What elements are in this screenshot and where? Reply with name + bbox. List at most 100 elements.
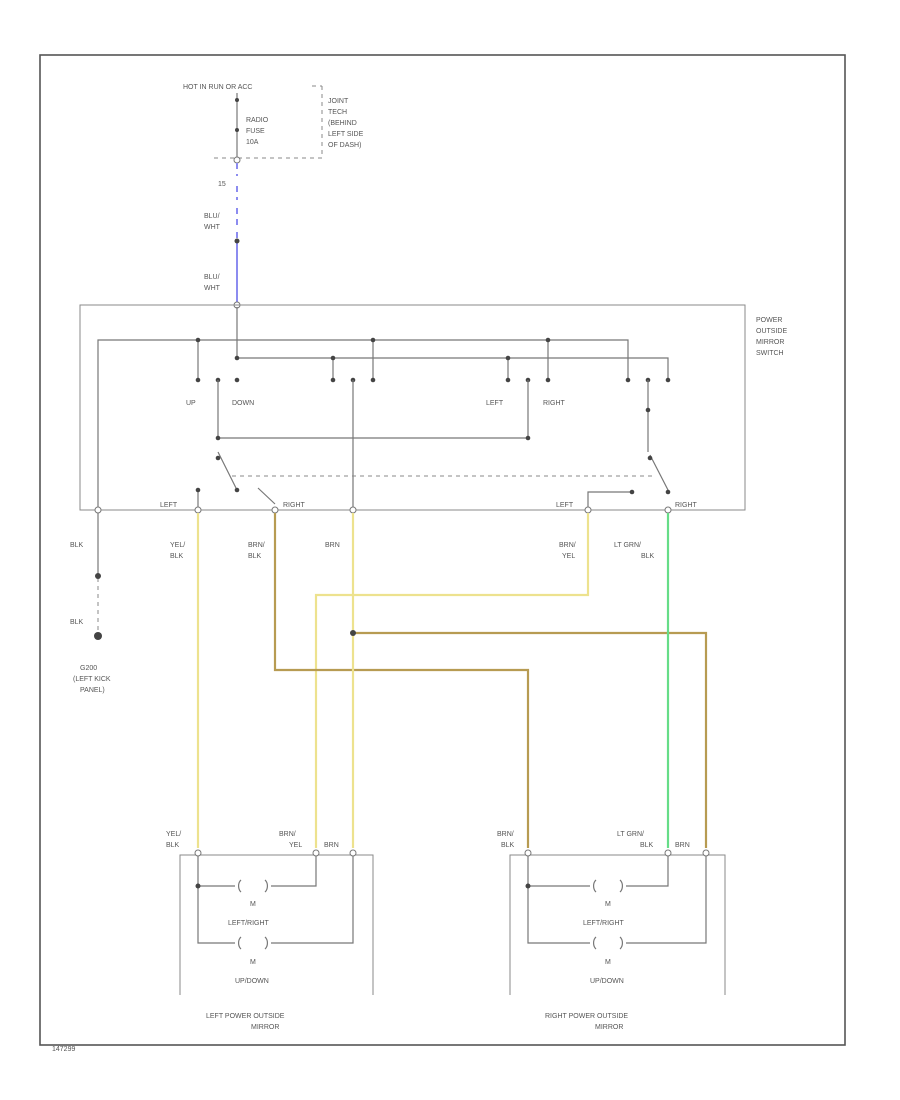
w1-label-a: YEL/: [170, 542, 185, 549]
left-right-common-node: [525, 435, 531, 441]
left-selector-left-node: [195, 487, 201, 493]
down-label: DOWN: [232, 400, 254, 407]
rm-lgrn-label-a: LT GRN/: [617, 831, 644, 838]
right-selector-left-contact: [587, 491, 632, 508]
up-down-common-node: [215, 435, 221, 441]
right-mirror-common-node: [525, 883, 531, 889]
switch-wire-labels: YEL/ BLK BRN/ BLK BRN BRN/ YEL LT GRN/ B…: [170, 542, 655, 560]
left-mirror-ud-label: UP/DOWN: [235, 978, 269, 985]
right-selector-blade: [649, 454, 669, 491]
w5-label-a: LT GRN/: [614, 542, 641, 549]
brn-splice: [350, 630, 356, 636]
switch-label-3: MIRROR: [756, 339, 784, 346]
ground-section: BLK BLK G200 (LEFT KICK PANEL): [70, 513, 111, 694]
left-mirror-label-1: LEFT POWER OUTSIDE: [206, 1013, 285, 1020]
w2-label-b: BLK: [248, 553, 262, 560]
ground-label-2: (LEFT KICK: [73, 676, 111, 683]
right-selector-node: [645, 407, 651, 413]
left-mirror-label-2: MIRROR: [251, 1024, 279, 1031]
rm-brn-label-a: BRN/: [497, 831, 514, 838]
switch-label-4: SWITCH: [756, 350, 784, 357]
right-mirror-ud-label: UP/DOWN: [590, 978, 624, 985]
right-mirror-section: BRN/ BLK LT GRN/ BLK BRN M M LEFT/RIGHT …: [497, 831, 726, 1031]
joint-label-5: OF DASH): [328, 142, 361, 149]
left-mirror-lr-motor-icon: [238, 879, 268, 893]
blu-wht-label-2b: WHT: [204, 285, 221, 292]
switch-output-terminals: [94, 506, 672, 514]
rm-brn-label: BRN: [675, 842, 690, 849]
right-selector-pivot: [647, 455, 653, 461]
up-label: UP: [186, 400, 196, 407]
rm-lgrn-label-b: BLK: [640, 842, 654, 849]
left-selector-blade: [217, 451, 237, 489]
right-mirror-ud-motor-label: M: [605, 959, 611, 966]
right-mirror-label-2: MIRROR: [595, 1024, 623, 1031]
lm-yel-blk-label-a: YEL/: [166, 831, 181, 838]
power-source-label: HOT IN RUN OR ACC: [183, 84, 253, 91]
selector-left-label-2: LEFT: [556, 502, 574, 509]
brn-blk-wire: [273, 513, 530, 848]
ground-point: [94, 632, 102, 640]
w5-label-b: BLK: [641, 553, 655, 560]
w2-label-a: BRN/: [248, 542, 265, 549]
left-mirror-lr-label: LEFT/RIGHT: [228, 920, 270, 927]
left-mirror-ud-motor-label: M: [250, 959, 256, 966]
right-mirror-lr-motor-label: M: [605, 901, 611, 908]
lm-yel-blk-label-b: BLK: [166, 842, 180, 849]
ground-bus: [97, 339, 629, 508]
joint-label-4: LEFT SIDE: [328, 131, 364, 138]
joint-label-1: JOINT: [328, 98, 349, 105]
w4-label-a: BRN/: [559, 542, 576, 549]
harness-wires: [196, 513, 708, 848]
right-selector-left-node: [629, 489, 635, 495]
blu-wht-label-1b: WHT: [204, 224, 221, 231]
blu-wht-label-1a: BLU/: [204, 213, 220, 220]
right-mirror-lr-label: LEFT/RIGHT: [583, 920, 625, 927]
switch-contact-nodes: [195, 377, 671, 383]
radio-fuse-label-2: FUSE: [246, 128, 265, 135]
left-selector-common-node: [234, 487, 240, 493]
wire-number-label: 15: [218, 181, 226, 188]
right-mirror-lr-motor-icon: [593, 879, 623, 893]
right-mirror-ud-motor-icon: [593, 936, 623, 950]
lm-brn-yel-label: YEL: [289, 842, 302, 849]
right-mirror-box: [509, 854, 726, 995]
left-mirror-section: YEL/ BLK BRN/ YEL BRN M M LEFT/RIGHT UP/…: [166, 831, 374, 1031]
blu-wht-splice: [234, 238, 240, 244]
mirror-switch-section: POWER OUTSIDE MIRROR SWITCH: [79, 304, 787, 514]
left-mirror-ud-motor-icon: [238, 936, 268, 950]
joint-label-2: TECH: [328, 109, 347, 116]
blk-label-1: BLK: [70, 542, 84, 549]
mirror-switch-box: [79, 304, 746, 511]
right-selector-common-node: [665, 489, 671, 495]
lm-brn-label: BRN: [324, 842, 339, 849]
radio-fuse-label-1: RADIO: [246, 117, 269, 124]
brn-wire-right-mirror: [353, 631, 708, 848]
left-selector-pivot: [215, 455, 221, 461]
right-mirror-leftright-circuit: [528, 856, 669, 887]
ground-label-1: G200: [80, 665, 97, 672]
rm-brn-label-b: BLK: [501, 842, 515, 849]
w1-label-b: BLK: [170, 553, 184, 560]
switch-label-2: OUTSIDE: [756, 328, 787, 335]
lm-brn-label-a: BRN/: [279, 831, 296, 838]
w3-label: BRN: [325, 542, 340, 549]
selector-right-label-2: RIGHT: [675, 502, 698, 509]
blu-wht-label-2a: BLU/: [204, 274, 220, 281]
joint-label-3: (BEHIND: [328, 120, 357, 127]
figure-id: 147299: [52, 1046, 75, 1053]
fuse-mid-node: [235, 128, 239, 132]
right-mirror-updown-circuit: [527, 856, 707, 944]
switch-label-1: POWER: [756, 317, 782, 324]
power-source-section: HOT IN RUN OR ACC RADIO FUSE 10A JOINT T…: [183, 84, 364, 309]
left-label: LEFT: [486, 400, 504, 407]
up-down-common-link: [217, 380, 529, 439]
blk-label-2: BLK: [70, 619, 84, 626]
left-mirror-updown-circuit: [197, 856, 354, 944]
w4-label-b: YEL: [562, 553, 575, 560]
left-mirror-leftright-circuit: [198, 856, 317, 887]
fuse-top-node: [235, 98, 239, 102]
selector-left-label-1: LEFT: [160, 502, 178, 509]
left-mirror-lr-motor-label: M: [250, 901, 256, 908]
